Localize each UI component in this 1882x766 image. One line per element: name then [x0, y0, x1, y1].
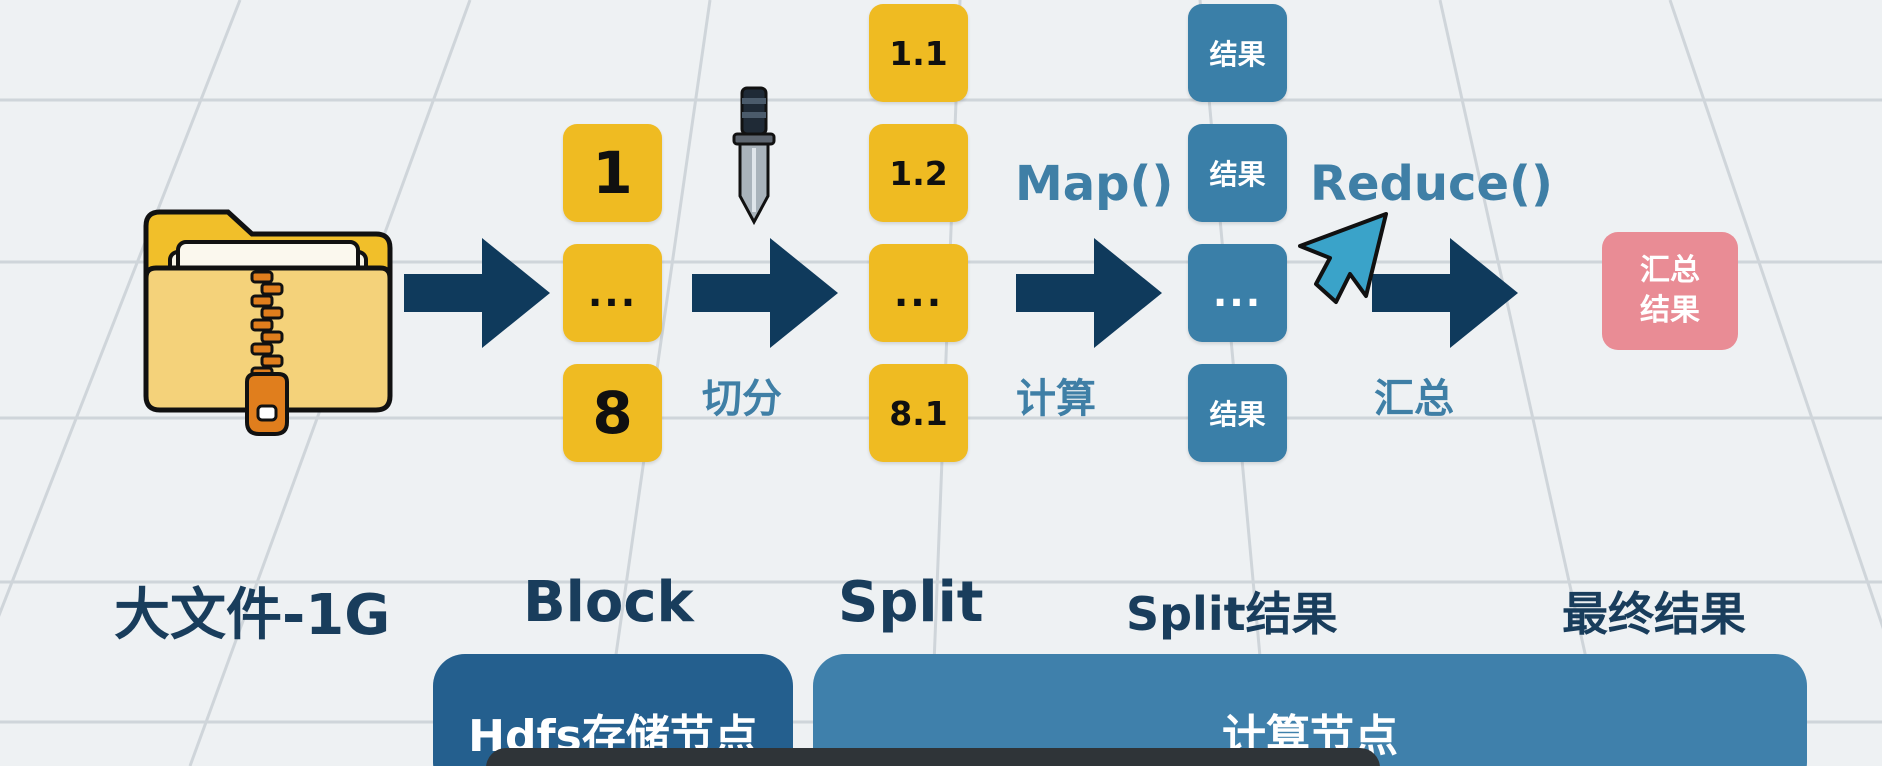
- result-box-ellipsis: ...: [1188, 244, 1287, 342]
- map-function-label: Map(): [1015, 156, 1174, 212]
- block-box-1: 1: [563, 124, 662, 222]
- result-box-2: 结果: [1188, 124, 1287, 222]
- final-result-line1: 汇总: [1640, 253, 1700, 288]
- split-step-label: 切分: [702, 376, 782, 422]
- split-result-caption: Split结果: [1126, 587, 1338, 641]
- file-caption: 大文件-1G: [114, 583, 391, 648]
- zip-folder-icon: [143, 209, 393, 436]
- split-caption: Split: [838, 570, 984, 635]
- split-box-1-2: 1.2: [869, 124, 968, 222]
- arrow-split-to-result: [1016, 238, 1162, 348]
- arrow-file-to-block: [404, 238, 550, 348]
- reduce-function-label: Reduce(): [1310, 156, 1553, 212]
- arrow-result-to-final: [1372, 238, 1518, 348]
- block-box-ellipsis: ...: [563, 244, 662, 342]
- result-box-1: 结果: [1188, 4, 1287, 102]
- final-result-caption: 最终结果: [1562, 587, 1746, 641]
- compute-step-label: 计算: [1016, 376, 1096, 422]
- subtitle-bar: [486, 748, 1380, 766]
- arrow-block-to-split: [692, 238, 838, 348]
- block-box-8: 8: [563, 364, 662, 462]
- block-caption: Block: [523, 570, 694, 635]
- final-result-box: 汇总 结果: [1602, 232, 1738, 350]
- result-box-3: 结果: [1188, 364, 1287, 462]
- aggregate-step-label: 汇总: [1374, 376, 1454, 422]
- split-box-ellipsis: ...: [869, 244, 968, 342]
- compute-node-panel: 计算节点: [813, 654, 1807, 766]
- knife-icon: [732, 86, 776, 226]
- cursor-arrow-icon: [1298, 212, 1388, 304]
- split-box-8-1: 8.1: [869, 364, 968, 462]
- split-box-1-1: 1.1: [869, 4, 968, 102]
- final-result-line2: 结果: [1640, 293, 1700, 328]
